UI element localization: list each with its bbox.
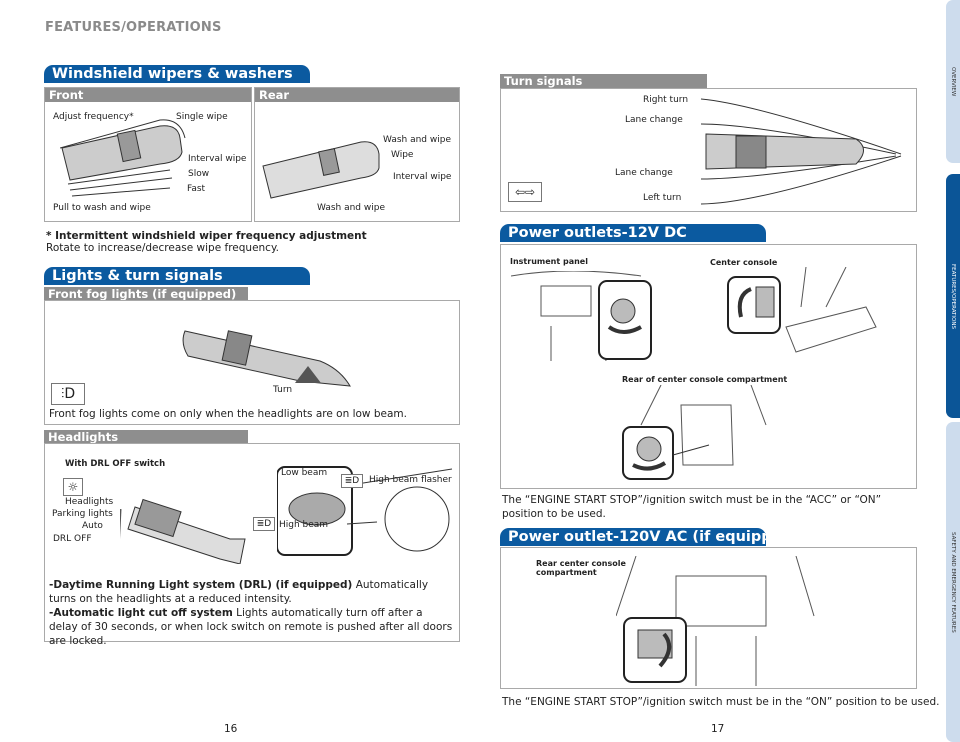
high-beam-flasher-icon: ≣D — [341, 474, 363, 488]
label-rear-center-console: Rear center console compartment — [536, 559, 626, 577]
fog-light-icon: ⫶D — [51, 383, 85, 405]
label-lane-change-bottom: Lane change — [615, 168, 673, 178]
label-headlights: Headlights — [65, 497, 114, 507]
turn-signal-icon: ⇦⇨ — [508, 182, 542, 202]
cutoff-text: -Automatic light cut off system Lights a… — [49, 606, 454, 648]
label-pull: Pull to wash and wipe — [53, 203, 151, 213]
label-drl-off: DRL OFF — [53, 534, 92, 544]
ac-outlet-illustration — [616, 556, 815, 686]
tab-overview[interactable]: OVERVIEW — [946, 0, 960, 163]
label-fast: Fast — [187, 184, 206, 194]
label-wash-wipe-top: Wash and wipe — [383, 135, 451, 145]
outlet120-note: The “ENGINE START STOP”/ignition switch … — [502, 696, 940, 708]
wiper-note: * Intermittent windshield wiper frequenc… — [46, 229, 367, 255]
label-lane-change-top: Lane change — [625, 115, 683, 125]
fog-lever-illustration — [182, 330, 351, 387]
label-left-turn: Left turn — [643, 193, 682, 203]
headlights-header: Headlights — [44, 430, 248, 444]
tab-features-operations[interactable]: FEATURES/OPERATIONS — [946, 174, 960, 418]
drl-bold: -Daytime Running Light system (DRL) (if … — [49, 579, 353, 591]
headlight-icon: ☼ — [63, 478, 83, 496]
tab-safety-emergency[interactable]: SAFETY AND EMERGENCY FEATURES — [946, 422, 960, 742]
label-interval: Interval wipe — [393, 172, 452, 182]
outlet120-banner: Power outlet-120V AC (if equipped) — [500, 528, 799, 546]
note-title: * Intermittent windshield wiper frequenc… — [46, 230, 367, 242]
label-rear-console: Rear of center console compartment — [622, 375, 788, 384]
label-right-turn: Right turn — [643, 95, 689, 105]
wipers-front-panel: Front Adjust frequency* Single wipe Inte… — [44, 87, 252, 222]
steering-illustration — [277, 466, 453, 556]
center-console-illustration — [727, 267, 877, 353]
label-high-beam: High beam — [279, 520, 329, 530]
lights-banner: Lights & turn signals — [44, 267, 310, 285]
high-beam-icon: ≣D — [253, 517, 275, 531]
outlets12-note: The “ENGINE START STOP”/ignition switch … — [502, 494, 882, 520]
wipers-rear-panel: Rear Wash and wipe Wipe Interval wipe Wa… — [254, 87, 460, 222]
page-number-left: 16 — [224, 723, 238, 735]
turn-lever-illustration — [700, 98, 902, 205]
turn-header: Turn signals — [500, 74, 707, 88]
label-parking: Parking lights — [52, 509, 113, 519]
turn-panel: Right turn Lane change Lane change Left … — [500, 88, 917, 212]
wiper-lever-illustration — [60, 119, 186, 197]
rear-console-illustration — [622, 385, 767, 480]
label-drl-switch: With DRL OFF switch — [65, 459, 166, 469]
section-header: FEATURES/OPERATIONS — [45, 20, 222, 35]
fog-panel: ⫶D Turn Front fog lights come on only wh… — [44, 300, 460, 425]
outlets12-panel: Instrument panel Center console Rear of … — [500, 244, 917, 489]
label-auto: Auto — [82, 521, 103, 531]
front-header: Front — [45, 88, 251, 102]
headlight-lever-illustration — [120, 498, 246, 564]
headlights-panel: With DRL OFF switch ☼ Headlights Parking… — [44, 443, 460, 647]
label-low-beam: Low beam — [281, 468, 328, 478]
wipers-banner: Windshield wipers & washers — [44, 65, 310, 83]
rear-header: Rear — [255, 88, 459, 102]
fog-header: Front fog lights (if equipped) — [44, 287, 248, 301]
rear-wiper-illustration — [262, 141, 380, 199]
instrument-panel-illustration — [511, 271, 652, 361]
label-wash-wipe-bottom: Wash and wipe — [317, 203, 385, 213]
label-instrument-panel: Instrument panel — [510, 257, 588, 266]
label-turn: Turn — [273, 385, 293, 395]
note-text: Rotate to increase/decrease wipe frequen… — [46, 242, 280, 254]
outlets12-banner: Power outlets-12V DC — [500, 224, 766, 242]
outlet120-panel: Rear center console compartment — [500, 547, 917, 689]
label-slow: Slow — [188, 169, 210, 179]
cutoff-desc: Lights automatically turn off after a de… — [49, 607, 453, 647]
label-center-console: Center console — [710, 258, 778, 267]
cutoff-bold: -Automatic light cut off system — [49, 607, 233, 619]
drl-text: -Daytime Running Light system (DRL) (if … — [49, 578, 454, 606]
label-interval: Interval wipe — [188, 154, 247, 164]
fog-text: Front fog lights come on only when the h… — [49, 408, 407, 420]
page-number-right: 17 — [711, 723, 725, 735]
label-single-wipe: Single wipe — [176, 112, 228, 122]
label-adjust: Adjust frequency* — [53, 112, 134, 122]
label-high-beam-flasher: High beam flasher — [369, 475, 452, 485]
label-wipe: Wipe — [391, 150, 414, 160]
drl-desc: Automatically turns on the headlights at… — [49, 579, 429, 605]
